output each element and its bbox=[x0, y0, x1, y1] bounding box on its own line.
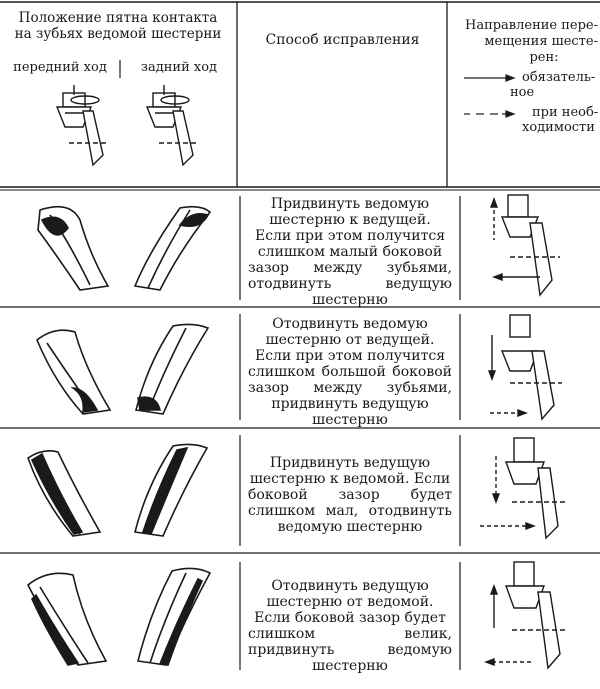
method-row1-line1: Придвинуть ведомую bbox=[270, 196, 430, 212]
tooth-reverse-row2 bbox=[135, 323, 210, 415]
method-row4-line1: Отодвинуть ведущую bbox=[271, 578, 429, 594]
col3-title-line1: Направление пере- bbox=[464, 18, 598, 33]
method-row1-line5: зазор между зубьями, отодвинуть ведущую … bbox=[248, 260, 452, 308]
gear-sketch-forward bbox=[55, 85, 109, 167]
method-row4-line4: слишком велик, придвинуть ведомую шестер… bbox=[248, 626, 452, 674]
method-row1-line2: шестерню к ведущей. bbox=[269, 212, 431, 228]
col1-header: Положение пятна контакта на зубьях ведом… bbox=[2, 10, 234, 42]
method-row2-line3: Если при этом получится bbox=[254, 348, 446, 364]
col2-header: Способ исправления bbox=[265, 32, 420, 48]
method-row4-line2: шестерню от ведомой. bbox=[266, 594, 434, 610]
direction-sketch-row4 bbox=[484, 561, 568, 670]
direction-sketch-row3 bbox=[480, 437, 566, 540]
legend-optional-2: ходимости bbox=[522, 120, 595, 135]
legend-optional-1: при необ- bbox=[532, 105, 599, 120]
col1-title-line1: Положение пятна контакта bbox=[18, 10, 218, 26]
method-row2-line5: шестерню bbox=[312, 412, 388, 428]
direction-sketch-row1 bbox=[489, 194, 560, 297]
tooth-forward-row1 bbox=[37, 205, 110, 291]
tooth-reverse-row1 bbox=[133, 205, 212, 291]
legend-required-1: обязатель- bbox=[522, 70, 596, 85]
tooth-forward-row4 bbox=[26, 572, 108, 666]
reverse-label: задний ход bbox=[140, 60, 218, 75]
method-row2: Отодвинуть ведомую шестерню от ведущей. … bbox=[248, 316, 452, 428]
col3-header: Направление пере- мещения шесте- рен: bbox=[450, 18, 598, 66]
legend-required-2: ное bbox=[510, 85, 535, 100]
col3-title-line2: мещения шесте- bbox=[484, 34, 598, 49]
tooth-forward-row2 bbox=[36, 329, 112, 415]
method-row3: Придвинуть ведущую шестерню к ведомой. Е… bbox=[248, 455, 452, 535]
col3-title-line3: рен: bbox=[529, 50, 559, 65]
tooth-reverse-row4 bbox=[137, 567, 212, 666]
gear-sketch-reverse bbox=[145, 85, 199, 167]
method-row3-line2: шестерню к ведомой. Если bbox=[249, 471, 451, 487]
method-row3-line3: боковой зазор будет слишком мал, отодвин… bbox=[248, 487, 452, 535]
method-row1-line4: слишком малый боковой bbox=[257, 244, 443, 260]
method-row2-line1: Отодвинуть ведомую bbox=[272, 316, 428, 332]
method-row1: Придвинуть ведомую шестерню к ведущей. Е… bbox=[248, 196, 452, 308]
method-row2-line4: слишком большой боковой зазор между зубь… bbox=[248, 364, 452, 412]
method-row3-line1: Придвинуть ведущую bbox=[269, 455, 431, 471]
method-row1-line3: Если при этом получится bbox=[254, 228, 446, 244]
tooth-forward-row3 bbox=[27, 450, 102, 537]
col1-title-line2: на зубьях ведомой шестерни bbox=[14, 26, 222, 42]
method-row2-line2: шестерню от ведущей. bbox=[265, 332, 435, 348]
method-row4-line3: Если боковой зазор будет bbox=[254, 610, 446, 626]
tooth-reverse-row3 bbox=[134, 443, 209, 537]
legend-arrows bbox=[464, 74, 516, 118]
forward-label: передний ход bbox=[13, 60, 107, 75]
direction-sketch-row2 bbox=[487, 314, 562, 421]
method-row4: Отодвинуть ведущую шестерню от ведомой. … bbox=[248, 578, 452, 674]
